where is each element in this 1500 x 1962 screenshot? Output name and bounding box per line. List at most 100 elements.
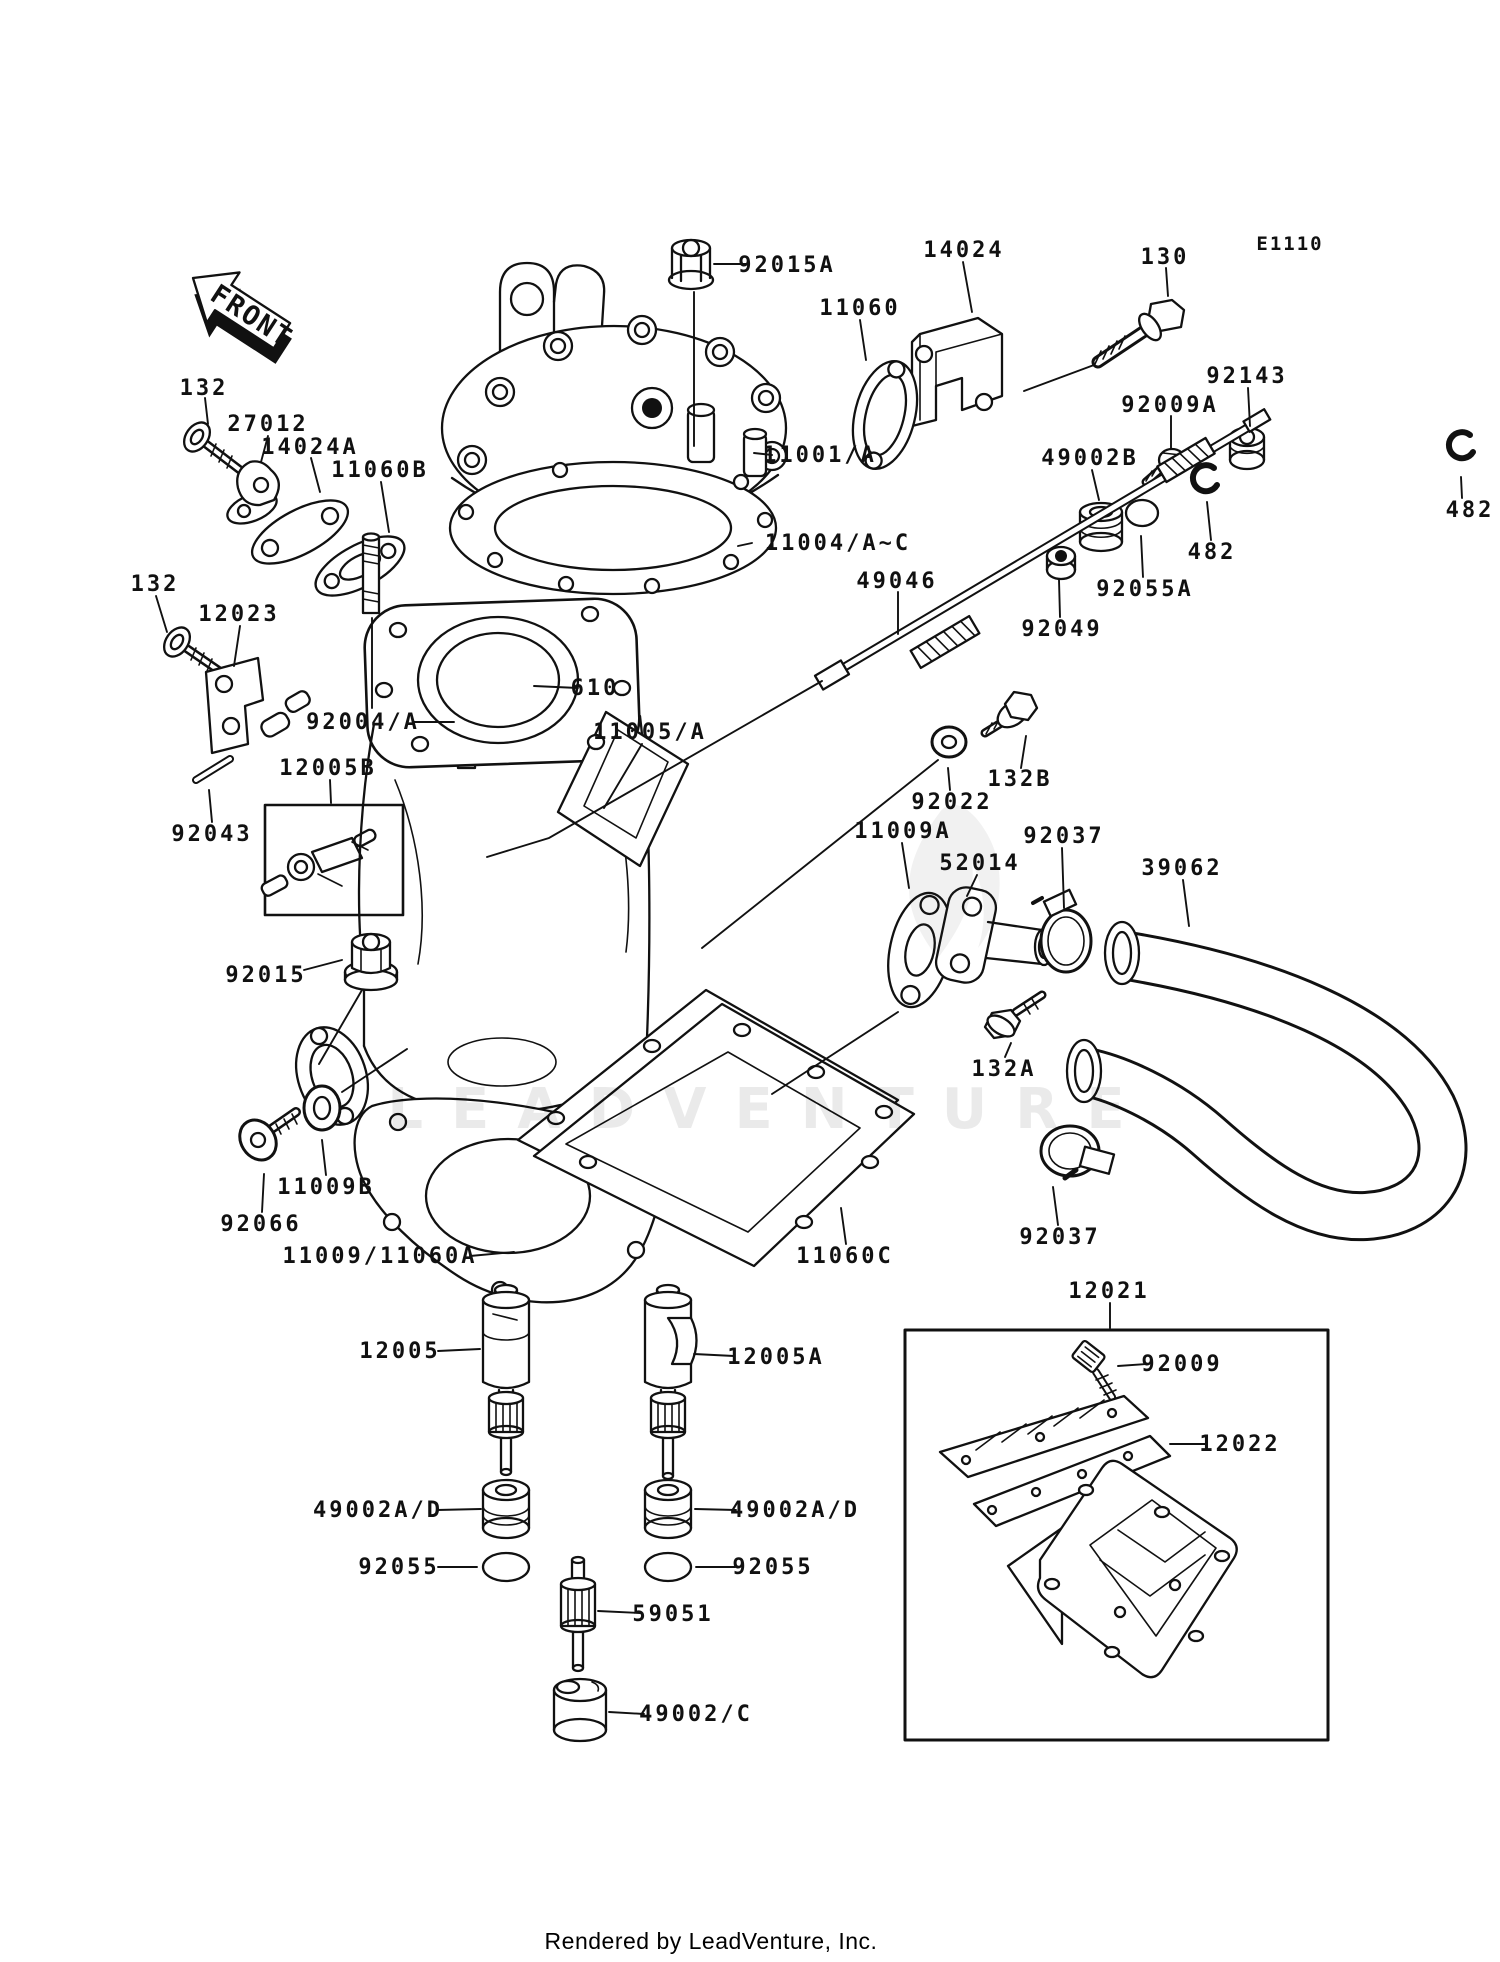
holder-27012-drawing: [226, 460, 280, 525]
label-92043[interactable]: 92043: [171, 822, 252, 847]
label-130[interactable]: 130: [1141, 245, 1190, 270]
gasket-11009a-drawing: [887, 891, 953, 1009]
label-11060b[interactable]: 11060B: [331, 458, 428, 483]
leader-lines: [155, 261, 1463, 1715]
label-92037-bottom[interactable]: 92037: [1019, 1225, 1100, 1250]
cylinder-11005-drawing: [295, 597, 690, 1126]
diagram-code-label: E1110: [1256, 233, 1323, 255]
reed-plate-12022b-drawing: [972, 1434, 1172, 1528]
label-12022[interactable]: 12022: [1199, 1432, 1280, 1457]
label-14024a[interactable]: 14024A: [261, 435, 358, 460]
label-92009a[interactable]: 92009A: [1121, 393, 1218, 418]
label-132-top[interactable]: 132: [180, 376, 229, 401]
eclip-482-left-drawing: [1189, 462, 1220, 495]
label-11009a[interactable]: 11009A: [854, 819, 951, 844]
label-132b[interactable]: 132B: [988, 767, 1053, 792]
valve-12005a-drawing: [643, 1283, 698, 1481]
clamp-92037-bottom-drawing: [1039, 1124, 1116, 1181]
eclip-482-right-drawing: [1445, 429, 1476, 462]
label-12021[interactable]: 12021: [1068, 1279, 1149, 1304]
label-59051[interactable]: 59051: [632, 1602, 713, 1627]
label-482-right[interactable]: 482: [1446, 498, 1495, 523]
label-12005b[interactable]: 12005B: [279, 756, 376, 781]
label-92015a[interactable]: 92015A: [738, 253, 835, 278]
label-27012[interactable]: 27012: [227, 412, 308, 437]
gasket-14024a-drawing: [250, 499, 350, 565]
clamp-92037-top-drawing: [1031, 888, 1093, 974]
label-49046[interactable]: 49046: [856, 569, 937, 594]
hose-39062-drawing: [1065, 920, 1468, 1242]
gasket-11060-drawing: [851, 359, 919, 471]
label-92066[interactable]: 92066: [220, 1212, 301, 1237]
nut-92015a-drawing: [667, 238, 715, 291]
shaft-49046-drawing: [813, 408, 1272, 691]
box-12005b: [260, 803, 405, 917]
label-610[interactable]: 610: [571, 676, 620, 701]
head-gasket-11004-drawing: [448, 460, 778, 596]
label-12005a[interactable]: 12005A: [727, 1345, 824, 1370]
bolt-92066-drawing: [238, 1107, 301, 1162]
label-11060c[interactable]: 11060C: [796, 1244, 893, 1269]
valve-12005-drawing: [481, 1283, 531, 1477]
footer-credit: Rendered by LeadVenture, Inc.: [545, 1928, 878, 1954]
oring-92055-left-drawing: [481, 1551, 531, 1583]
washer-11009b-drawing: [302, 1084, 342, 1132]
label-92009[interactable]: 92009: [1141, 1352, 1222, 1377]
bolt-132-top-drawing: [182, 421, 245, 475]
washer-92022-drawing: [930, 725, 968, 759]
label-52014[interactable]: 52014: [939, 851, 1020, 876]
holder-14024-drawing: [910, 316, 1004, 428]
bracket-12023-drawing: [204, 656, 311, 755]
label-11001-a[interactable]: 11001/A: [763, 443, 877, 468]
bolt-92009-drawing: [1071, 1339, 1117, 1401]
label-92055-left[interactable]: 92055: [358, 1555, 439, 1580]
label-49002ad-left[interactable]: 49002A/D: [313, 1498, 443, 1523]
label-49002-c[interactable]: 49002/C: [639, 1702, 753, 1727]
box-12021: [903, 1328, 1330, 1742]
bolt-132-mid-drawing: [162, 626, 223, 675]
collar-92143-drawing: [1228, 426, 1266, 471]
label-92015[interactable]: 92015: [225, 963, 306, 988]
gear-59051-drawing: [559, 1555, 597, 1673]
bolt-130-drawing: [1091, 298, 1186, 369]
pin-92043-drawing: [192, 755, 234, 784]
label-11004-a-c[interactable]: 11004/A~C: [765, 531, 911, 556]
nut-92015-drawing: [343, 932, 399, 992]
label-92055a[interactable]: 92055A: [1096, 577, 1193, 602]
label-92004-a[interactable]: 92004/A: [306, 710, 420, 735]
label-132-mid[interactable]: 132: [131, 572, 180, 597]
label-92037-top[interactable]: 92037: [1023, 824, 1104, 849]
label-482-left[interactable]: 482: [1188, 540, 1237, 565]
label-12005[interactable]: 12005: [359, 1339, 440, 1364]
label-92049[interactable]: 92049: [1021, 617, 1102, 642]
reed-cover-11060c-drawing: [516, 988, 916, 1268]
label-39062[interactable]: 39062: [1141, 856, 1222, 881]
label-49002b[interactable]: 49002B: [1041, 446, 1138, 471]
label-132a[interactable]: 132A: [972, 1057, 1037, 1082]
label-14024[interactable]: 14024: [923, 238, 1004, 263]
front-arrow-icon: FRONT: [191, 271, 298, 364]
part-labels: E1110 92015A 14024 130 11060 92143 92009…: [131, 233, 1495, 1727]
leadventure-text-watermark: LEADVENTURE: [387, 1077, 1152, 1142]
label-12023[interactable]: 12023: [198, 602, 279, 627]
label-11060[interactable]: 11060: [819, 296, 900, 321]
bolt-132b-drawing: [980, 690, 1039, 738]
label-92022[interactable]: 92022: [911, 790, 992, 815]
damper-49002c-drawing: [552, 1677, 608, 1743]
reed-plate-12022a-drawing: [938, 1394, 1150, 1479]
seal-92049-drawing: [1045, 545, 1077, 581]
stud-92004-upper-drawing: [361, 532, 381, 615]
leadventure-flame-watermark: [909, 804, 1000, 958]
bushing-49002ad-right-drawing: [643, 1478, 693, 1540]
label-92143[interactable]: 92143: [1206, 364, 1287, 389]
label-11009-11060a[interactable]: 11009/11060A: [283, 1244, 478, 1269]
oring-92055-right-drawing: [643, 1551, 693, 1583]
bushing-49002ad-left-drawing: [481, 1478, 531, 1540]
label-11009b[interactable]: 11009B: [277, 1175, 374, 1200]
oring-92055a-drawing: [1124, 498, 1160, 528]
bolt-132a-drawing: [983, 990, 1047, 1040]
label-11005-a[interactable]: 11005/A: [593, 720, 707, 745]
label-92055-right[interactable]: 92055: [732, 1555, 813, 1580]
label-49002ad-right[interactable]: 49002A/D: [730, 1498, 860, 1523]
